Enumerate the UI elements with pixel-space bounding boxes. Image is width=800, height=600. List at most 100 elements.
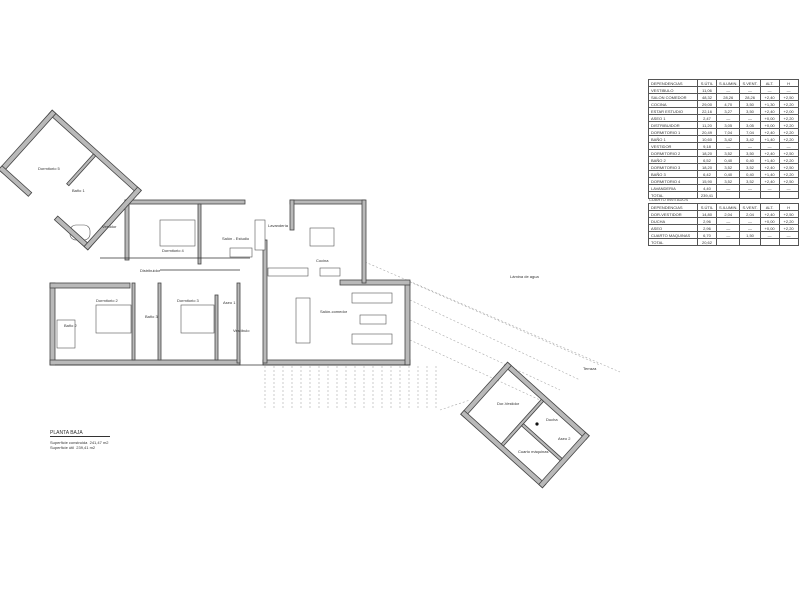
table-cell: 7,04 [739, 128, 761, 136]
table-cell: VESTIDOR [648, 142, 698, 150]
table-cell: — [778, 231, 799, 239]
table-cell: +2,20 [778, 128, 799, 136]
table-cell: +2,50 [778, 177, 799, 185]
table-cell [759, 238, 780, 246]
table-cell: DEPENDENCIAS [648, 203, 698, 211]
table-cell: — [778, 142, 799, 150]
label-dormitorio3: Dormitorio 3 [177, 298, 200, 303]
table-cell: DORMITORIO 4 [648, 177, 698, 185]
table-cell [739, 191, 761, 199]
label-lavanderia: Lavandería [268, 223, 289, 228]
table-cell: 3,42 [715, 135, 741, 143]
table-cell: — [739, 86, 761, 94]
table-cell: 3,50 [739, 107, 761, 115]
table-cell: 6,52 [697, 156, 717, 164]
table-cell: +0,00 [759, 217, 780, 225]
table-cell: DOR-VESTIDOR [648, 210, 698, 218]
table-cell: — [715, 142, 741, 150]
wing-guest-walls [460, 361, 590, 489]
label-terraza: Terraza [583, 366, 597, 371]
table-cell: 9,18 [697, 142, 717, 150]
surface-built-label: Superficie construida [50, 440, 88, 445]
table-cell: +0,00 [759, 114, 780, 122]
terrace-hatching [264, 261, 621, 411]
label-dormitorio2: Dormitorio 2 [96, 298, 119, 303]
label-dormitorio5: Dormitorio 5 [38, 166, 61, 171]
table-cell: — [759, 142, 780, 150]
table-cell: 1,50 [739, 231, 761, 239]
table-cell: — [715, 224, 741, 232]
surface-useful-value: 239,41 m2 [76, 445, 96, 450]
table-cell: BAÑO 2 [648, 156, 698, 164]
table-cell: 3,27 [715, 107, 741, 115]
table-cell: +2,40 [759, 107, 780, 115]
table-cell: — [739, 142, 761, 150]
table-cell: 3,52 [739, 177, 761, 185]
table-cell: H [778, 79, 799, 87]
table-cell: +2,40 [759, 210, 780, 218]
wing-dormitorio5-walls [0, 109, 142, 251]
table-cell: 29,00 [697, 100, 717, 108]
table-cell: 6,70 [697, 231, 717, 239]
table-cell: 0,40 [739, 156, 761, 164]
table-cell: ASEO [648, 224, 698, 232]
table-cell: +1,40 [759, 156, 780, 164]
label-ducha: Ducha [546, 417, 558, 422]
table-cell: — [739, 224, 761, 232]
table-cell: — [715, 231, 741, 239]
label-aseo1: Aseo 1 [223, 300, 236, 305]
table-cell: 3,05 [715, 121, 741, 129]
table-cell: 11,20 [697, 121, 717, 129]
table-cell: — [778, 86, 799, 94]
table-cell: CUARTO MAQUINAS [648, 231, 698, 239]
table-cell: 2,96 [697, 217, 717, 225]
table-cell: 3,52 [715, 177, 741, 185]
table-cell: — [759, 86, 780, 94]
table-cell: — [739, 114, 761, 122]
table-cell: 3,50 [739, 149, 761, 157]
room-labels: Dormitorio 5 Baño 1 Vestidor Dormitorio … [38, 166, 597, 454]
table-cell: +1,40 [759, 135, 780, 143]
label-bano2: Baño 2 [64, 323, 77, 328]
table-cell: — [715, 184, 741, 192]
table-cell: S.ÚTIL [697, 79, 717, 87]
table-cell: DUCHA [648, 217, 698, 225]
label-vestidor: Vestidor [102, 224, 117, 229]
table-cell: 3,52 [715, 163, 741, 171]
table-cell: BAÑO 3 [648, 170, 698, 178]
table-cell: 0,40 [715, 170, 741, 178]
label-bano1: Baño 1 [72, 188, 85, 193]
table-cell: 22,16 [697, 107, 717, 115]
label-dor-vestidor: Dor-Vestidor [497, 401, 520, 406]
label-aseo2: Aseo 2 [558, 436, 571, 441]
table-cell: 3,50 [739, 100, 761, 108]
table-cell: +2,40 [759, 93, 780, 101]
label-vestibulo: Vestíbulo [233, 328, 250, 333]
table-cell: — [778, 184, 799, 192]
table-cell: +2,20 [778, 170, 799, 178]
table-cell: — [715, 114, 741, 122]
table-cell: +2,20 [778, 100, 799, 108]
table-cell: COCINA [648, 100, 698, 108]
table-cell: +2,40 [759, 128, 780, 136]
table-cell: 239,41 [697, 191, 717, 199]
table-cell: 20,62 [697, 238, 717, 246]
table-cell [778, 191, 799, 199]
table-cell: 18,20 [697, 149, 717, 157]
plan-legend: PLANTA BAJA Superficie construida 241,47… [50, 430, 110, 450]
table-cell: 2,47 [697, 114, 717, 122]
table-cell: 2,96 [697, 224, 717, 232]
table-cell: 4,40 [697, 184, 717, 192]
